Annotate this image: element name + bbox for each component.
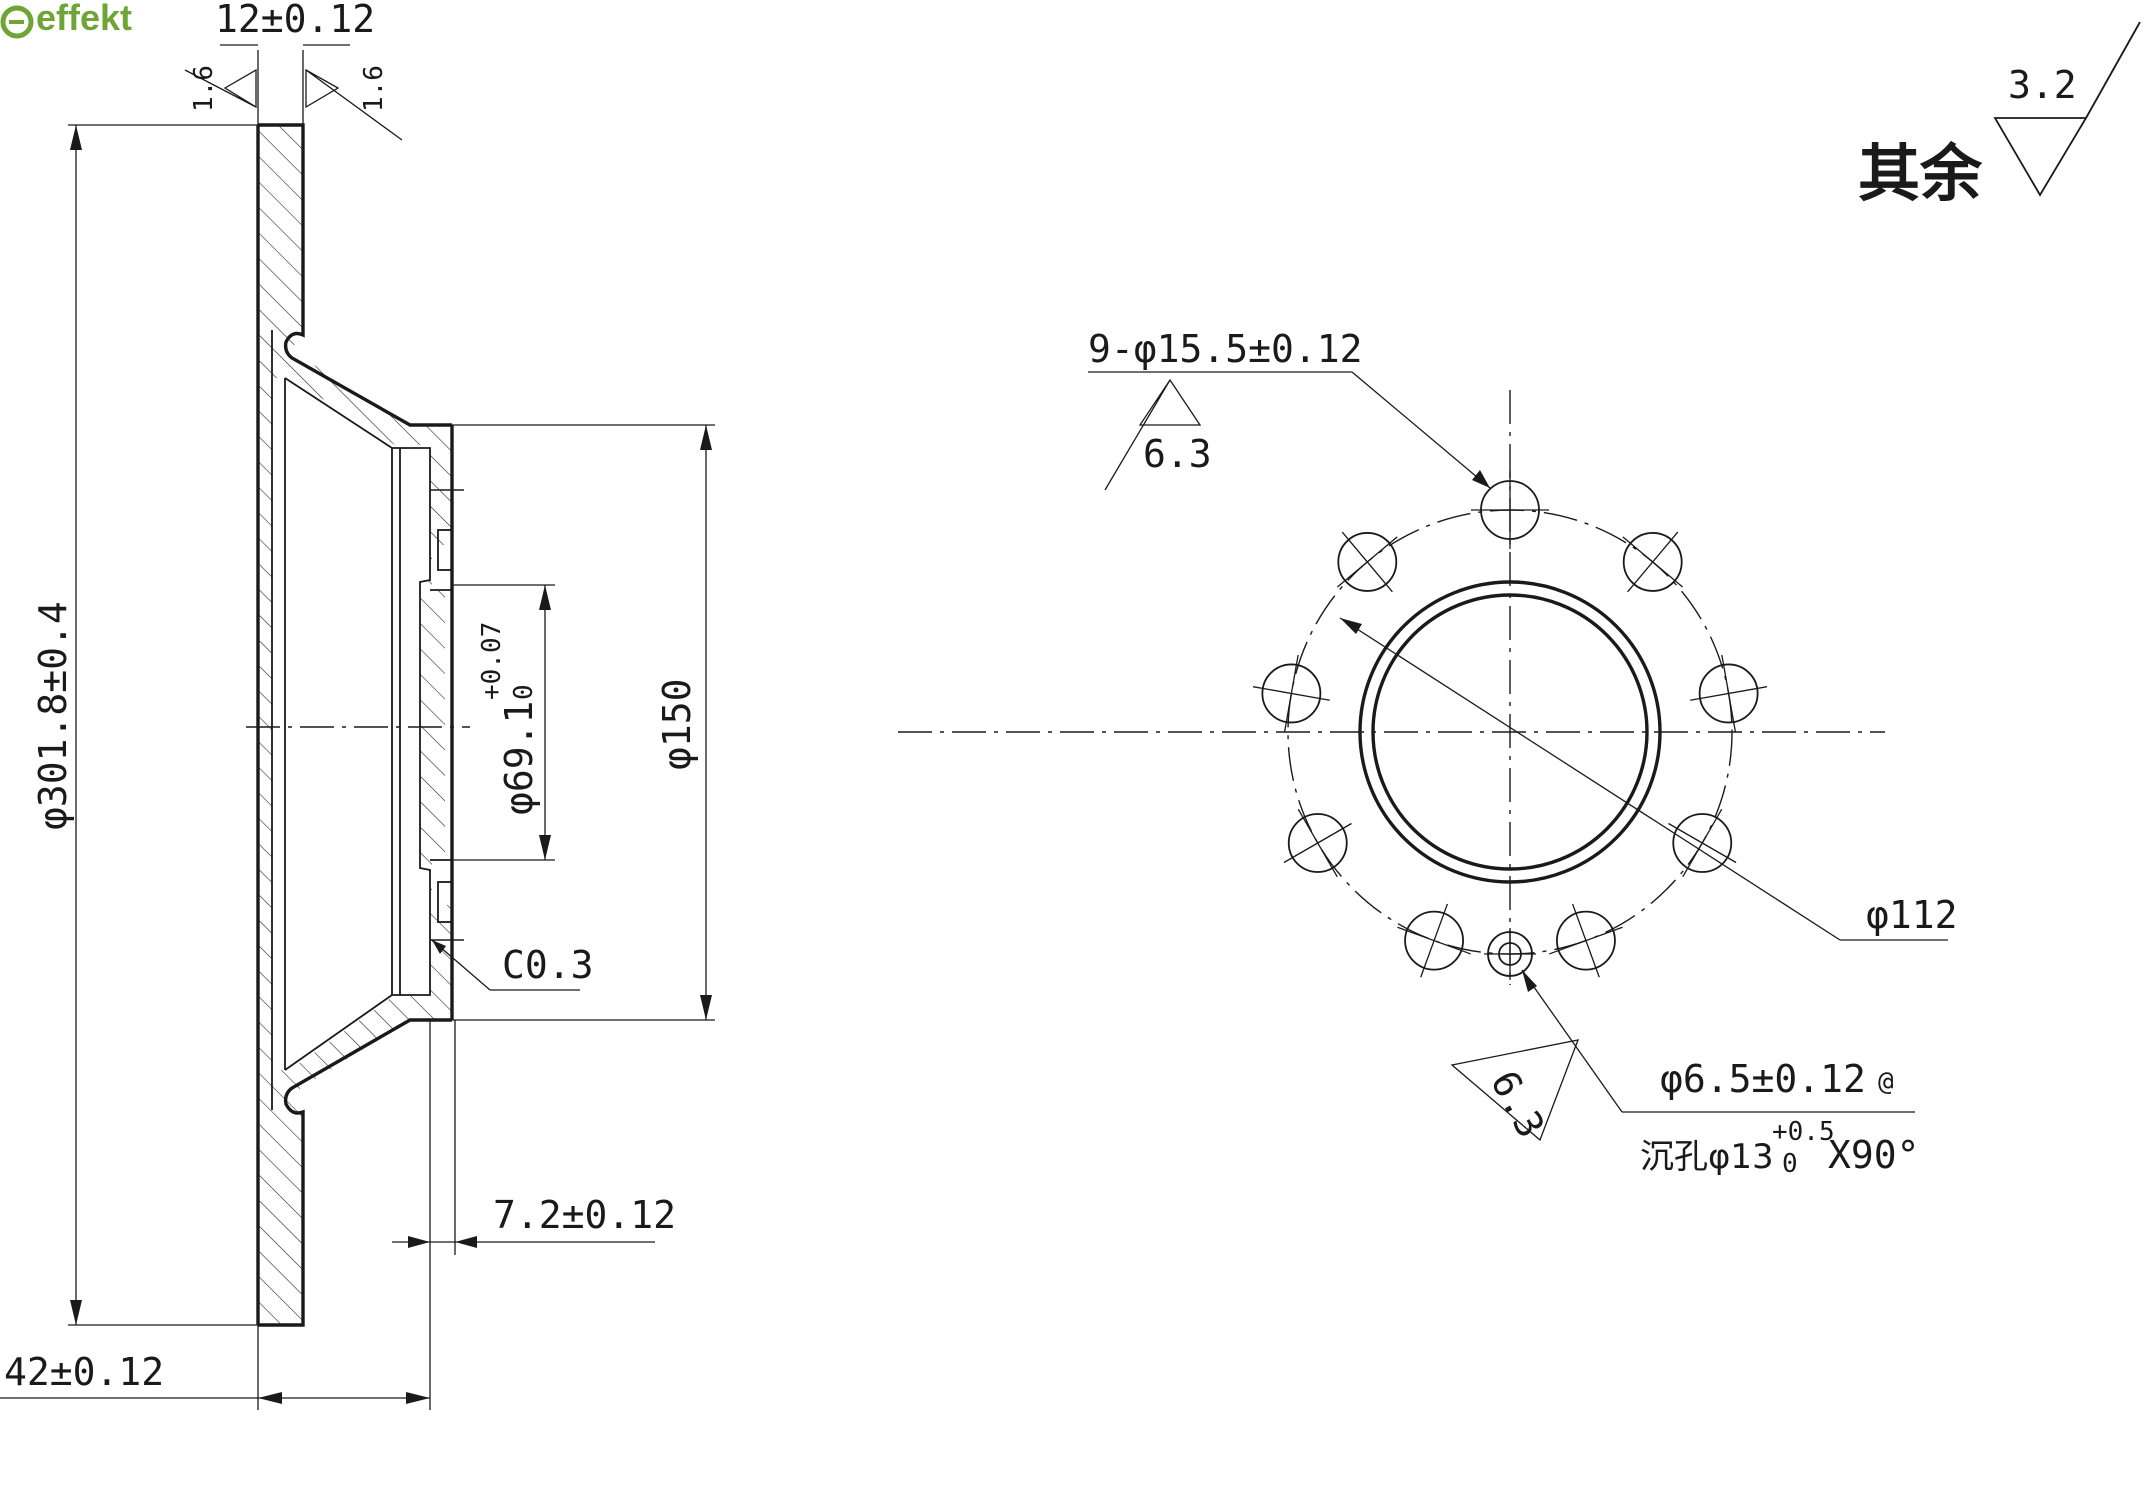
hub-depth-label: 7.2±0.12 — [493, 1193, 676, 1237]
bore-circle — [1371, 593, 1649, 871]
counterbore-suffix: X90° — [1828, 1133, 1920, 1177]
bolt-hole — [1287, 813, 1348, 873]
bolt-hole — [1622, 532, 1683, 592]
brand-logo: effekt — [0, 0, 132, 39]
general-roughness: 其余 3.2 — [1858, 21, 2141, 210]
front-view — [898, 390, 1885, 985]
bolt-hole-centerline — [1549, 926, 1623, 955]
pcd-label: φ112 — [1866, 893, 1958, 937]
bolt-hole — [1672, 813, 1733, 873]
bore-tol-lower: 0 — [509, 684, 539, 700]
dim-outer-diameter: φ301.8±0.4 — [31, 124, 258, 1326]
small-hole-label: φ6.5±0.12 — [1660, 1057, 1866, 1101]
bore-diameter-label: φ69.1 — [497, 701, 541, 815]
brand-name: effekt — [36, 0, 132, 38]
counterbore-prefix: 沉孔φ13 — [1640, 1137, 1774, 1177]
counterbore-tol-lower: 0 — [1782, 1149, 1798, 1179]
bolt-hole-centerline — [1337, 536, 1398, 588]
bolt-hole-centerline — [1622, 536, 1683, 588]
hub-outer-circle — [1358, 580, 1662, 884]
dim-hub-diameter: φ150 — [452, 424, 715, 1021]
dim-chamfer: C0.3 — [431, 939, 594, 991]
bolt-hole — [1698, 663, 1759, 724]
dim-hub-depth: 7.2±0.12 — [392, 1020, 676, 1410]
bolt-hole-centerline — [1397, 926, 1471, 955]
counterbore-tol-upper: +0.5 — [1772, 1117, 1835, 1147]
section-cavity — [272, 378, 430, 1070]
dim-small-hole: φ6.5±0.12 @ 沉孔φ13 +0.5 0 X90° 6.3 — [1450, 969, 1920, 1179]
small-hole-mark: @ — [1878, 1067, 1894, 1097]
bolt-hole-centerline — [1297, 808, 1338, 878]
general-roughness-label: 其余 — [1858, 137, 1983, 210]
roughness-right-label: 1.6 — [359, 65, 389, 112]
dim-pcd: φ112 — [1339, 617, 1958, 941]
roughness-left-label: 1.6 — [189, 65, 219, 112]
thickness-label: 12±0.12 — [215, 0, 375, 41]
hole-callout-label: 9-φ15.5±0.12 — [1088, 327, 1363, 371]
hole-roughness-label: 6.3 — [1143, 432, 1212, 476]
dim-hole-pattern: 9-φ15.5±0.12 6.3 — [1088, 327, 1491, 491]
section-view — [246, 123, 470, 1327]
dim-bore-diameter: φ69.1 +0.07 0 — [452, 584, 555, 861]
general-roughness-value: 3.2 — [2008, 63, 2077, 107]
bolt-hole-centerline — [1682, 808, 1723, 878]
bolt-hole — [1556, 910, 1616, 971]
brand-logo-icon — [0, 5, 34, 39]
outer-diameter-label: φ301.8±0.4 — [31, 601, 75, 830]
chamfer-label: C0.3 — [502, 943, 594, 987]
bore-tol-upper: +0.07 — [477, 622, 507, 700]
bolt-holes — [1252, 471, 1768, 978]
bolt-hole — [1337, 532, 1398, 592]
bolt-hole-centerline — [1283, 654, 1299, 732]
overall-height-label: 42±0.12 — [4, 1350, 164, 1394]
bolt-hole — [1404, 910, 1464, 971]
dim-thickness: 12±0.12 1.6 1.6 — [184, 0, 403, 141]
dim-overall-height: 42±0.12 — [0, 1325, 430, 1410]
bolt-hole — [1261, 663, 1322, 724]
bolt-hole-centerline — [1721, 654, 1737, 732]
hub-diameter-label: φ150 — [655, 678, 699, 770]
